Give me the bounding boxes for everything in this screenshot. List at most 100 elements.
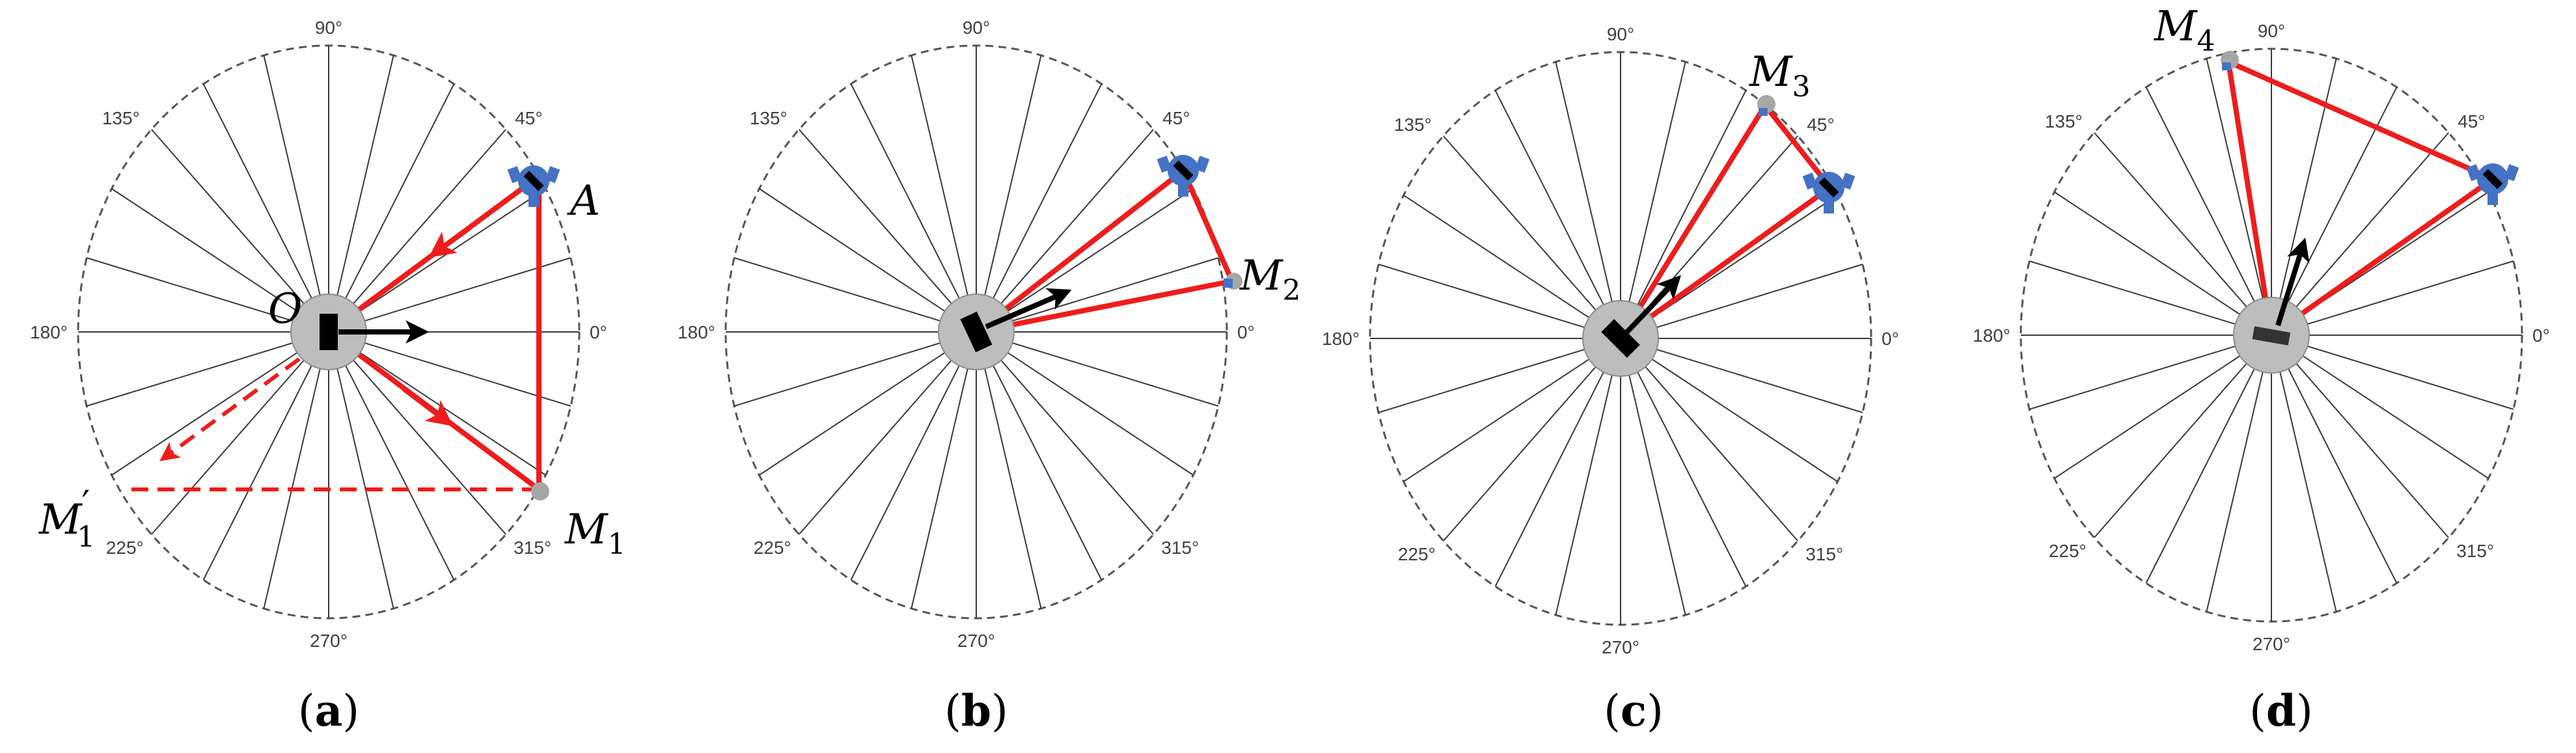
measurement-point-m1 xyxy=(531,482,549,500)
point-label-m4: M4 xyxy=(2154,3,2215,58)
grid-spoke xyxy=(1620,338,1747,587)
grid-spoke xyxy=(1620,338,1863,413)
grid-spoke xyxy=(1443,135,1621,339)
grid-spoke xyxy=(2271,335,2449,538)
angle-label: 0° xyxy=(2532,325,2550,346)
angle-label: 135° xyxy=(750,108,788,128)
grid-spoke xyxy=(911,55,977,333)
path-segment-m4-to-antenna xyxy=(2227,59,2494,182)
grid-spoke xyxy=(799,129,977,333)
angle-label: 45° xyxy=(1162,108,1190,128)
angle-label: 45° xyxy=(515,108,542,128)
grid-spoke xyxy=(328,331,571,407)
grid-spoke xyxy=(1620,338,1838,482)
grid-spoke xyxy=(151,331,329,535)
angle-label: 315° xyxy=(1161,538,1199,558)
angle-label: 270° xyxy=(310,631,348,651)
point-label-a: A xyxy=(567,177,600,225)
antenna-icon xyxy=(507,165,560,207)
robot-body xyxy=(1601,319,1640,358)
angle-label: 270° xyxy=(957,631,995,651)
panel-d: 90°135°45°180°0°225°315°270° M4 (d) xyxy=(1973,3,2550,736)
panel-b: 90°135°45°180°0°225°315°270° M2 (b) xyxy=(678,18,1300,736)
grid-spoke xyxy=(1620,264,1863,339)
point-label-m1: M1 xyxy=(564,506,626,561)
grid-spoke xyxy=(86,331,329,407)
angle-label: 225° xyxy=(2049,541,2087,561)
grid-spoke xyxy=(1403,195,1621,339)
path-b xyxy=(974,168,1235,335)
angle-label: 0° xyxy=(1237,322,1255,342)
angle-label: 270° xyxy=(1602,637,1639,657)
grid-spoke xyxy=(850,331,977,581)
grid-spoke xyxy=(850,83,977,333)
measurement-point-m4 xyxy=(2221,51,2239,70)
grid-spoke xyxy=(976,331,1219,407)
polar-grid-d: 90°135°45°180°0°225°315°270° xyxy=(1973,21,2550,654)
grid-spoke xyxy=(328,83,455,333)
path-c xyxy=(1618,103,1833,341)
angle-label: 90° xyxy=(2258,21,2285,41)
grid-spoke xyxy=(2271,335,2489,479)
angle-label: 90° xyxy=(963,18,990,38)
path-segment-antenna-to-o xyxy=(1619,185,1832,341)
grid-spoke xyxy=(733,331,977,407)
robot-body xyxy=(2252,326,2291,346)
grid-spoke xyxy=(2271,260,2514,336)
grid-spoke xyxy=(2054,191,2272,336)
angle-label: 135° xyxy=(2045,111,2083,131)
grid-spoke xyxy=(1620,61,1686,339)
grid-spoke xyxy=(2029,335,2272,410)
heading-arrow-b xyxy=(985,288,1072,329)
grid-spoke xyxy=(1555,338,1621,616)
grid-spoke xyxy=(733,257,977,333)
grid-spoke xyxy=(759,331,977,476)
angle-label: 45° xyxy=(2458,111,2485,131)
grid-spoke xyxy=(1494,338,1621,587)
grid-spoke xyxy=(976,55,1042,333)
grid-spoke xyxy=(911,331,977,609)
grid-spoke xyxy=(86,257,329,333)
point-label-m1-prime: M′1 xyxy=(38,484,95,554)
grid-spoke xyxy=(328,257,571,333)
grid-spoke xyxy=(263,331,329,609)
grid-spoke xyxy=(759,188,977,333)
grid-spoke xyxy=(328,331,506,535)
point-label-m3: M3 xyxy=(1749,48,1811,103)
grid-spoke xyxy=(976,129,1154,333)
angle-label: 180° xyxy=(1973,325,2010,346)
grid-spoke xyxy=(2094,132,2272,336)
grid-spoke xyxy=(976,331,1194,476)
angle-label: 225° xyxy=(106,538,144,558)
grid-spoke xyxy=(2271,87,2398,336)
angle-label: 90° xyxy=(1607,24,1634,44)
panel-c: 90°135°45°180°0°225°315°270° M3 (c) xyxy=(1322,24,1899,736)
heading-arrow-c xyxy=(1625,275,1681,334)
path-dashed-o-to-m1prime xyxy=(159,342,322,461)
angle-label: 315° xyxy=(2456,541,2494,561)
angle-label: 225° xyxy=(1398,544,1436,564)
path-segment-antenna-to-m2 xyxy=(1181,169,1235,282)
grid-spoke xyxy=(151,129,329,333)
grid-spoke xyxy=(263,55,329,333)
path-a xyxy=(130,178,541,492)
grid-spoke xyxy=(2271,132,2449,336)
angle-label: 135° xyxy=(1394,115,1432,135)
panel-a: 90°135°45°180°0°225°315°270° O xyxy=(30,18,625,736)
grid-spoke xyxy=(1555,61,1621,339)
grid-spoke xyxy=(2094,335,2272,538)
grid-spoke xyxy=(976,331,1042,609)
angle-label: 90° xyxy=(315,18,342,38)
grid-spoke xyxy=(202,331,329,581)
hub-b xyxy=(938,294,1015,370)
grid-spoke xyxy=(976,331,1103,581)
path-arrow-o-to-m1 xyxy=(402,386,454,426)
robot-body xyxy=(320,314,338,350)
grid-spoke xyxy=(1620,338,1686,616)
grid-spoke xyxy=(2145,335,2272,584)
panel-caption-b: (b) xyxy=(944,685,1008,736)
grid-spoke xyxy=(111,188,329,333)
polar-grid-b: 90°135°45°180°0°225°315°270° xyxy=(678,18,1255,651)
path-segment-antenna-to-o xyxy=(2269,176,2495,338)
antenna-icon xyxy=(1802,172,1856,213)
